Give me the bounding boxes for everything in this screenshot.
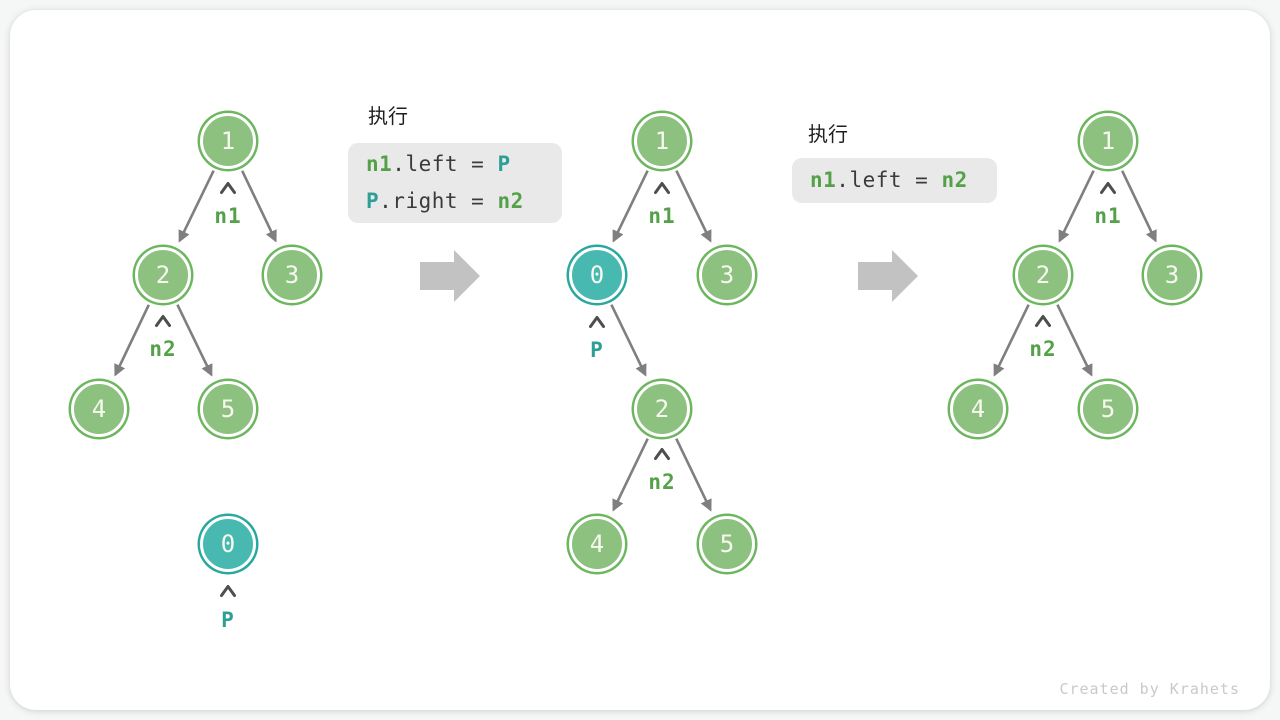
tree-during-edge-0-2: [610, 304, 647, 377]
tree-after-pointer-n2: n2: [1029, 337, 1057, 361]
tree-during-caret-n1: [654, 182, 670, 194]
code-token: .left =: [836, 168, 942, 192]
tree-before-node-3: 3: [264, 247, 320, 303]
tree-after-edge-1-3: [1121, 170, 1157, 243]
tree-before-pointer-P: P: [221, 608, 235, 632]
tree-during-node-4: 4: [569, 516, 625, 572]
exec-title-2: 执行: [808, 122, 848, 146]
tree-during-node-3: 3: [699, 247, 755, 303]
tree-during-node-5: 5: [699, 516, 755, 572]
tree-before-pointer-n1: n1: [214, 204, 242, 228]
tree-before-node-2: 2: [135, 247, 191, 303]
tree-after-node-5: 5: [1080, 381, 1136, 437]
tree-during-node-0: 0: [569, 247, 625, 303]
tree-during-node-1: 1: [634, 113, 690, 169]
tree-after-caret-n2: [1035, 315, 1051, 327]
code-token: n2: [941, 168, 968, 192]
tree-before-caret-n2: [155, 315, 171, 327]
code-box-2: n1.left = n2: [792, 158, 997, 203]
tree-during-pointer-n1: n1: [648, 204, 676, 228]
tree-after-pointer-n1: n1: [1094, 204, 1122, 228]
exec-title-1: 执行: [368, 104, 408, 128]
code-box-1-line-2: P.right = n2: [366, 183, 544, 220]
tree-after-node-4: 4: [950, 381, 1006, 437]
tree-during-edge-2-4: [612, 438, 649, 512]
tree-after-node-2: 2: [1015, 247, 1071, 303]
tree-after-node-3: 3: [1144, 247, 1200, 303]
flow-arrow-1: [420, 250, 480, 302]
tree-before-edge-2-5: [176, 304, 213, 377]
tree-before-node-5: 5: [200, 381, 256, 437]
tree-before-pointer-n2: n2: [149, 337, 177, 361]
tree-during-pointer-n2: n2: [648, 470, 676, 494]
tree-after-edge-2-5: [1056, 304, 1093, 377]
tree-after-caret-n1: [1100, 182, 1116, 194]
tree-during-edge-2-5: [675, 438, 712, 512]
tree-before-caret-P: [220, 585, 236, 597]
tree-before-node-1: 1: [200, 113, 256, 169]
code-token: .left =: [392, 152, 498, 176]
code-token: P: [366, 189, 380, 213]
tree-before-caret-n1: [220, 182, 236, 194]
code-token: P: [497, 152, 511, 176]
tree-during-edge-1-0: [612, 170, 649, 243]
watermark: Created by Krahets: [1059, 680, 1240, 698]
tree-during-caret-n2: [654, 448, 670, 460]
tree-during-pointer-P: P: [590, 338, 604, 362]
tree-during-caret-P: [589, 316, 605, 328]
tree-before-node-0: 0: [200, 516, 256, 572]
tree-after-node-1: 1: [1080, 113, 1136, 169]
tree-before-node-4: 4: [71, 381, 127, 437]
code-box-1-line-1: n1.left = P: [366, 146, 544, 183]
code-token: .right =: [379, 189, 498, 213]
code-token: n1: [810, 168, 837, 192]
code-token: n2: [497, 189, 524, 213]
tree-after-edge-1-2: [1058, 170, 1095, 243]
tree-before-edge-1-2: [178, 170, 215, 243]
tree-before-edge-2-4: [114, 304, 150, 377]
code-box-2-line-1: n1.left = n2: [810, 162, 979, 199]
tree-during-edge-1-3: [675, 170, 712, 243]
flow-arrow-2: [858, 250, 918, 302]
code-token: n1: [366, 152, 393, 176]
tree-before-edge-1-3: [241, 170, 277, 243]
tree-during-node-2: 2: [634, 381, 690, 437]
tree-after-edge-2-4: [993, 304, 1030, 377]
